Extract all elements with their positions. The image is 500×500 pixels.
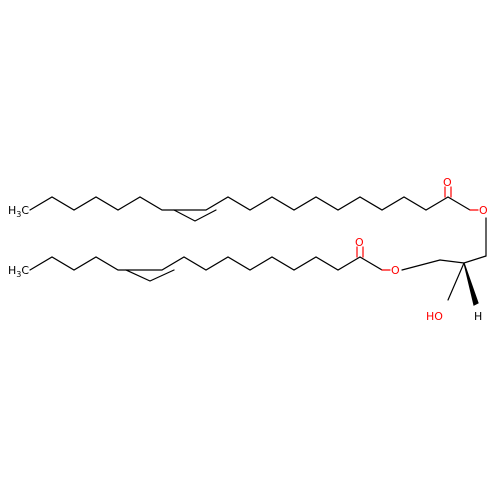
atom-labels: H3C H3C O O O O HO H [8, 176, 488, 323]
upper-carbonyl-double-bond [444, 186, 452, 198]
hydroxyl-bond [447, 262, 465, 301]
carbonyl-oxygen-bottom-label: O [355, 236, 364, 249]
lower-ester-carbon-bond [359, 256, 383, 271]
lower-alkyl-tail-bonds [29, 256, 361, 271]
upper-acyl-chain [29, 186, 487, 257]
lower-acyl-chain [29, 246, 391, 282]
glycerol-backbone [401, 255, 487, 306]
ch3-bottom-label: H3C [8, 264, 29, 279]
lower-carbonyl-double-bond [356, 246, 364, 258]
carbonyl-oxygen-top-label: O [443, 176, 452, 189]
stereo-h-wedge [463, 262, 479, 306]
hydroxyl-label: HO [426, 310, 443, 323]
ch3-top-label: H3C [8, 204, 29, 219]
upper-cyclopropane-apex-bonds [173, 209, 217, 222]
ester-oxygen-bottom-label: O [391, 264, 400, 277]
upper-alkyl-tail-bonds [29, 196, 449, 211]
ester-oxygen-top-label: O [479, 204, 488, 217]
glycerol-to-lower-oxygen-bond [401, 259, 441, 271]
upper-ester-carbon-bonds [447, 196, 471, 211]
lower-cyclopropane-apex-bonds [125, 269, 175, 282]
stereo-h-label: H [474, 310, 482, 323]
